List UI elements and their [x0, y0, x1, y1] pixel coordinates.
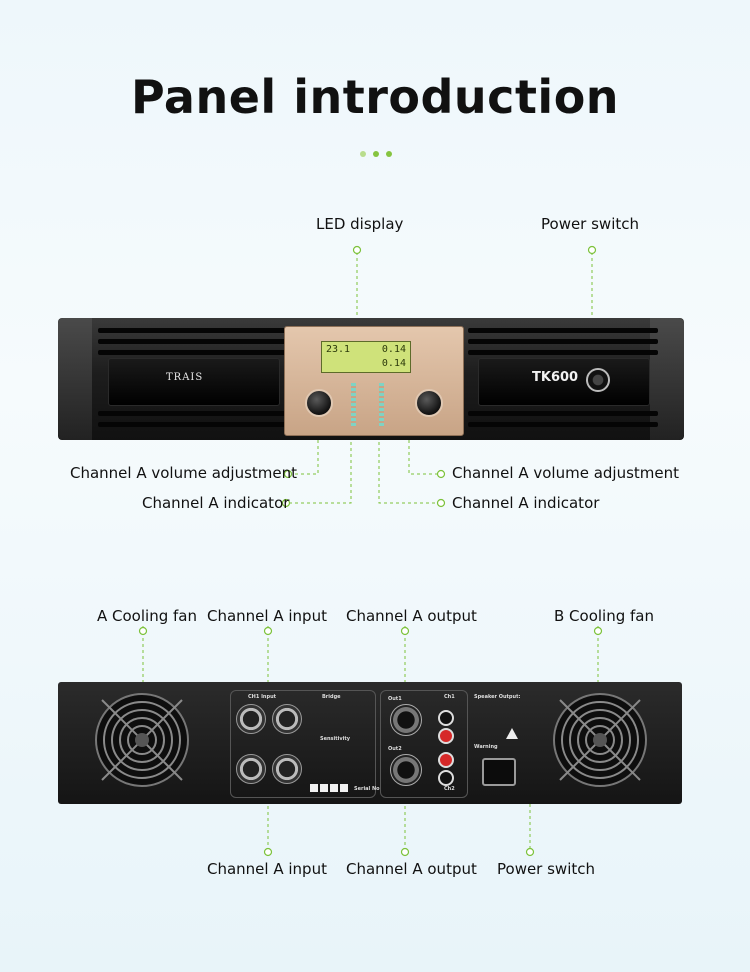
lcd-reading-2: 0.14	[381, 344, 406, 355]
label-b-cooling-fan: B Cooling fan	[554, 607, 654, 625]
input-section	[230, 690, 376, 798]
label-right-volume: Channel A volume adjustment	[452, 464, 680, 482]
dip-switch[interactable]	[340, 784, 348, 792]
label-channel-output-bottom: Channel A output	[346, 860, 477, 878]
label-led-display: LED display	[316, 215, 404, 233]
brand-plate	[108, 358, 280, 406]
xlr-link-2[interactable]	[272, 754, 302, 784]
label-power-switch-rear: Power switch	[497, 860, 596, 878]
rear-text-input: CH1 Input	[248, 694, 277, 700]
volume-knob-left[interactable]	[305, 389, 333, 417]
rear-text-ch2: Ch2	[444, 786, 455, 792]
lcd-reading-3: 0.14	[381, 358, 406, 369]
rack-ear-right	[650, 318, 684, 440]
binding-post-red-1[interactable]	[438, 728, 454, 744]
speakon-output-1[interactable]	[390, 704, 422, 736]
label-left-volume: Channel A volume adjustment	[70, 464, 298, 482]
rack-ear-left	[58, 318, 92, 440]
rear-text-bridge: Bridge	[322, 694, 341, 700]
volume-knob-right[interactable]	[415, 389, 443, 417]
dot-icon	[360, 151, 366, 157]
dot-icon	[373, 151, 379, 157]
decorative-dots	[360, 142, 399, 161]
label-right-indicator: Channel A indicator	[452, 494, 600, 512]
led-display: 23.1 0.14 0.14	[321, 341, 411, 373]
label-left-indicator: Channel A indicator	[142, 494, 290, 512]
xlr-input-2-bottom[interactable]	[236, 754, 266, 784]
fan-a-icon	[95, 693, 189, 787]
power-inlet-switch[interactable]	[482, 758, 516, 786]
front-vent-left	[98, 328, 288, 428]
dot-icon	[386, 151, 392, 157]
binding-post-black-1[interactable]	[438, 710, 454, 726]
amplifier-rear-panel: CH1 Input Bridge Sensitivity Serial No. …	[58, 682, 682, 804]
dip-switch[interactable]	[310, 784, 318, 792]
warning-triangle-icon	[506, 728, 518, 739]
model-plate	[478, 358, 650, 406]
label-channel-input-bottom: Channel A input	[207, 860, 327, 878]
dip-switch[interactable]	[330, 784, 338, 792]
brand-logo: TRAIS	[166, 372, 204, 383]
control-plate: 23.1 0.14 0.14	[284, 326, 464, 436]
page-title: Panel introduction	[130, 70, 620, 124]
rear-text-ch1: Ch1	[444, 694, 455, 700]
speakon-output-2[interactable]	[390, 754, 422, 786]
rear-text-out2: Out2	[388, 746, 402, 752]
power-switch-button[interactable]	[586, 368, 610, 392]
xlr-link-1[interactable]	[272, 704, 302, 734]
lcd-reading-1: 23.1	[326, 344, 351, 355]
rear-text-out1: Out1	[388, 696, 402, 702]
rear-text-warning: Warning	[474, 744, 498, 750]
level-indicator-left	[351, 383, 356, 427]
xlr-input-1-top[interactable]	[236, 704, 266, 734]
label-channel-input-top: Channel A input	[207, 607, 327, 625]
label-channel-output-top: Channel A output	[346, 607, 477, 625]
binding-post-black-2[interactable]	[438, 770, 454, 786]
label-power-switch-front: Power switch	[541, 215, 640, 233]
rear-text-speaker-output: Speaker Output:	[474, 694, 521, 700]
output-section	[380, 690, 468, 798]
rear-text-serial: Serial No.	[354, 786, 382, 792]
dip-switch[interactable]	[320, 784, 328, 792]
amplifier-front-panel: TRAIS TK600 23.1 0.14 0.14	[58, 318, 684, 440]
rear-text-sensitivity: Sensitivity	[320, 736, 350, 742]
fan-b-icon	[553, 693, 647, 787]
binding-post-red-2[interactable]	[438, 752, 454, 768]
label-a-cooling-fan: A Cooling fan	[97, 607, 197, 625]
front-vent-right	[468, 328, 658, 428]
level-indicator-right	[379, 383, 384, 427]
model-name: TK600	[532, 370, 579, 385]
